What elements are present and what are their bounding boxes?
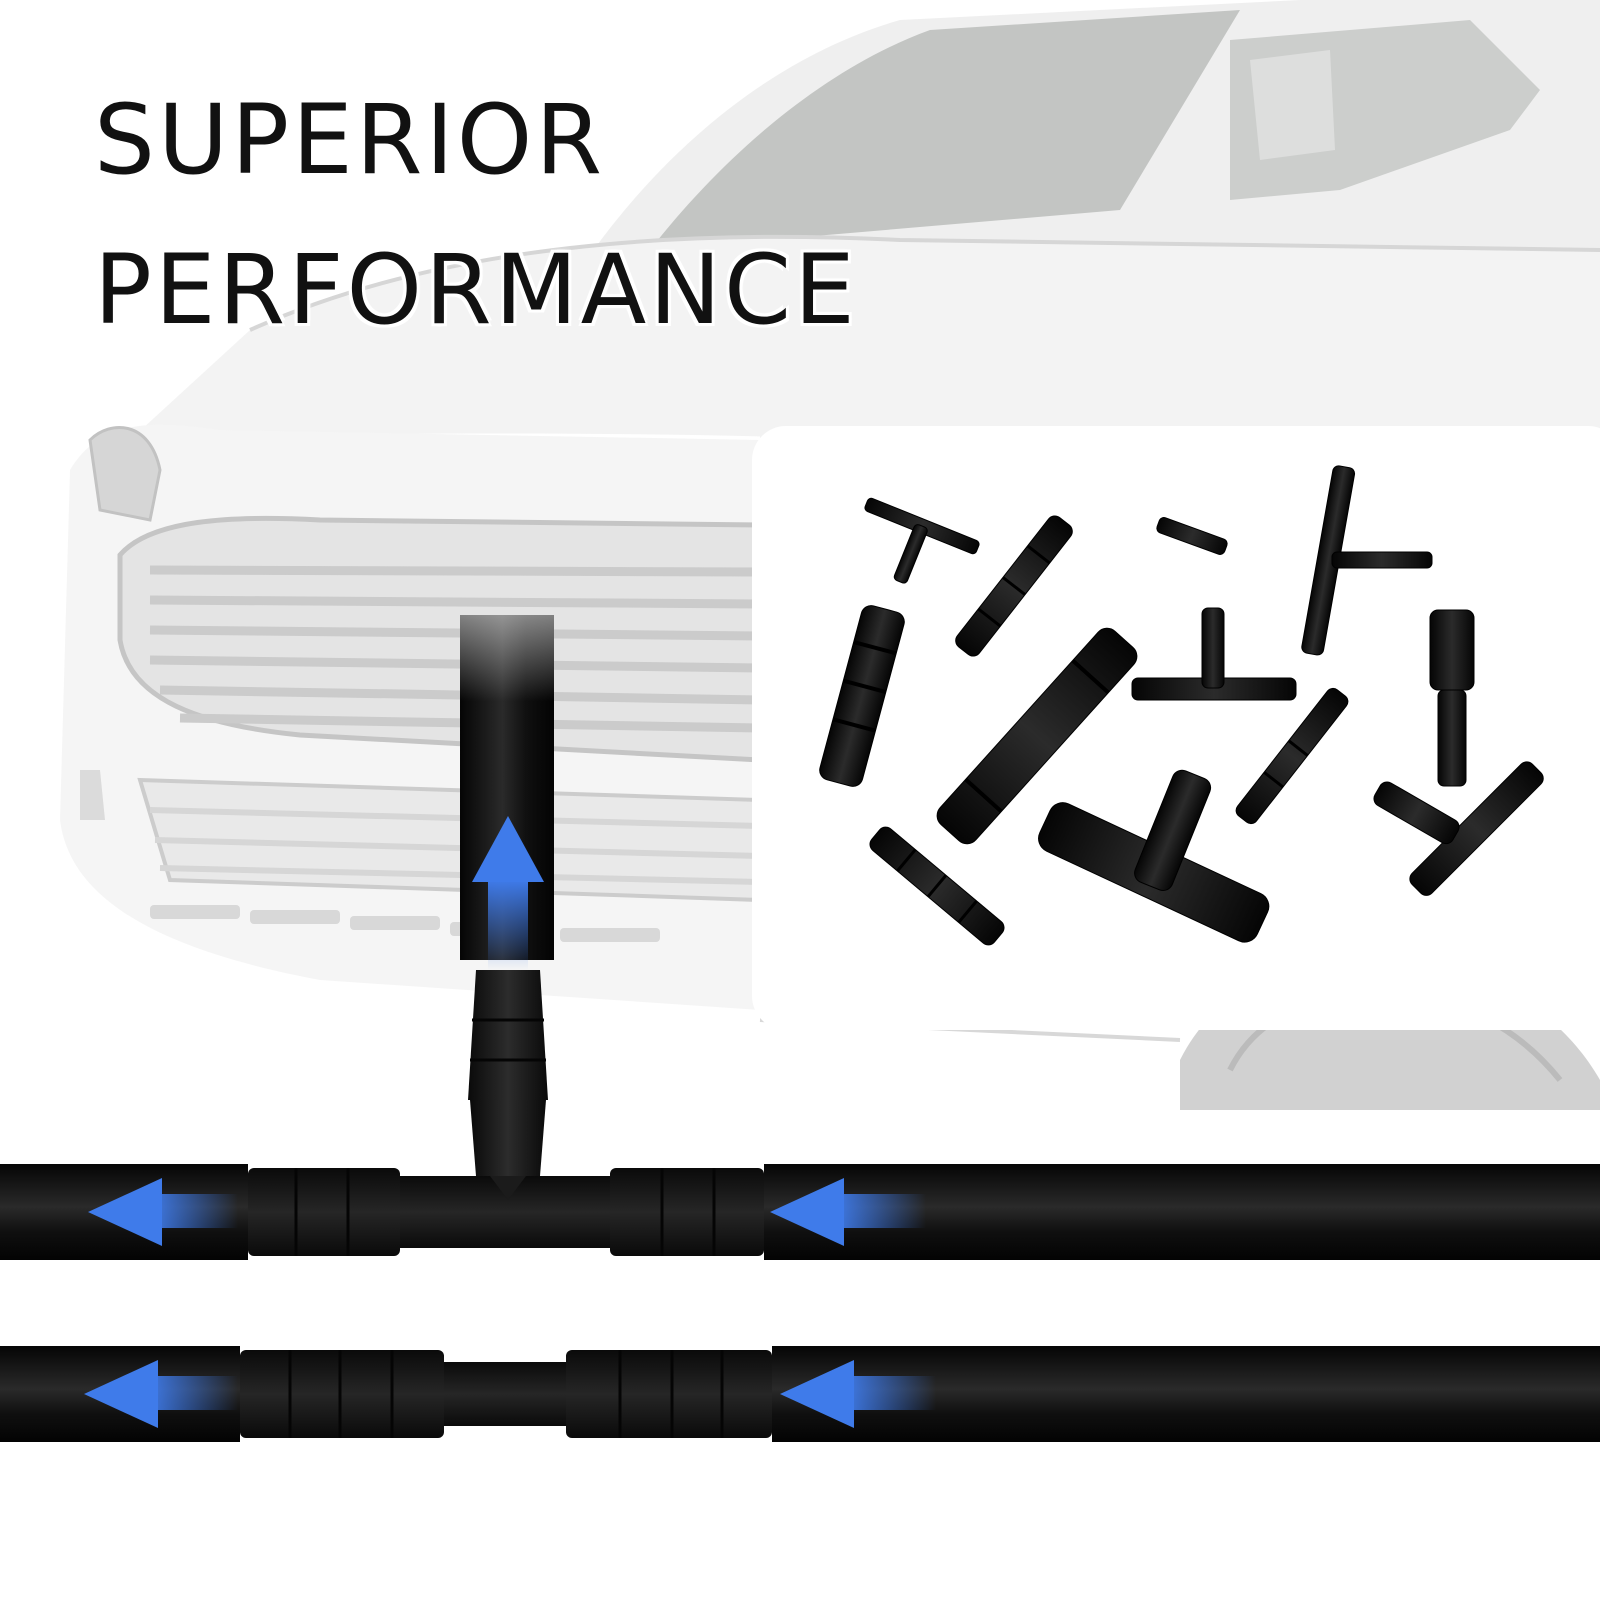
left-arrow-icon bbox=[770, 1178, 926, 1246]
headline-line-1: SUPERIOR bbox=[94, 84, 606, 196]
left-arrow-icon bbox=[84, 1360, 238, 1428]
headlight bbox=[88, 426, 162, 522]
tee-barb-top bbox=[468, 970, 548, 1100]
car-hood bbox=[130, 236, 1600, 480]
tee-connector-medium bbox=[1131, 607, 1297, 701]
mini-straight-connector bbox=[1156, 517, 1228, 555]
fog-light bbox=[80, 770, 105, 820]
left-arrow-icon bbox=[88, 1178, 238, 1246]
tee-barb-right bbox=[610, 1168, 764, 1256]
headline-line-2: PERFORMANCE bbox=[94, 234, 858, 346]
large-straight-connector bbox=[936, 627, 1138, 845]
straight-barb-right bbox=[566, 1350, 772, 1438]
connector-assortment bbox=[819, 465, 1544, 946]
short-barbed-connector bbox=[869, 826, 1005, 946]
tee-connector-small bbox=[864, 497, 980, 584]
reducer-connector bbox=[1429, 609, 1475, 787]
windshield bbox=[650, 10, 1240, 250]
straight-barb-left bbox=[240, 1350, 444, 1438]
y-connector bbox=[1373, 761, 1544, 896]
large-tee-connector bbox=[1038, 769, 1270, 943]
tee-stem bbox=[470, 1100, 546, 1176]
up-arrow-icon bbox=[472, 816, 544, 970]
diagonal-straight-connector bbox=[1235, 687, 1349, 825]
tee-hose-assembly bbox=[0, 615, 1600, 1260]
product-assortment-panel bbox=[752, 426, 1600, 1030]
straight-connector-body bbox=[444, 1362, 568, 1426]
flow-arrows bbox=[84, 816, 936, 1428]
straight-connector bbox=[955, 515, 1073, 657]
barbed-straight-connector bbox=[819, 605, 905, 787]
left-arrow-icon bbox=[780, 1360, 936, 1428]
tee-connector-tall bbox=[1301, 465, 1433, 656]
seat bbox=[1250, 50, 1335, 160]
tee-barb-left bbox=[248, 1168, 400, 1256]
